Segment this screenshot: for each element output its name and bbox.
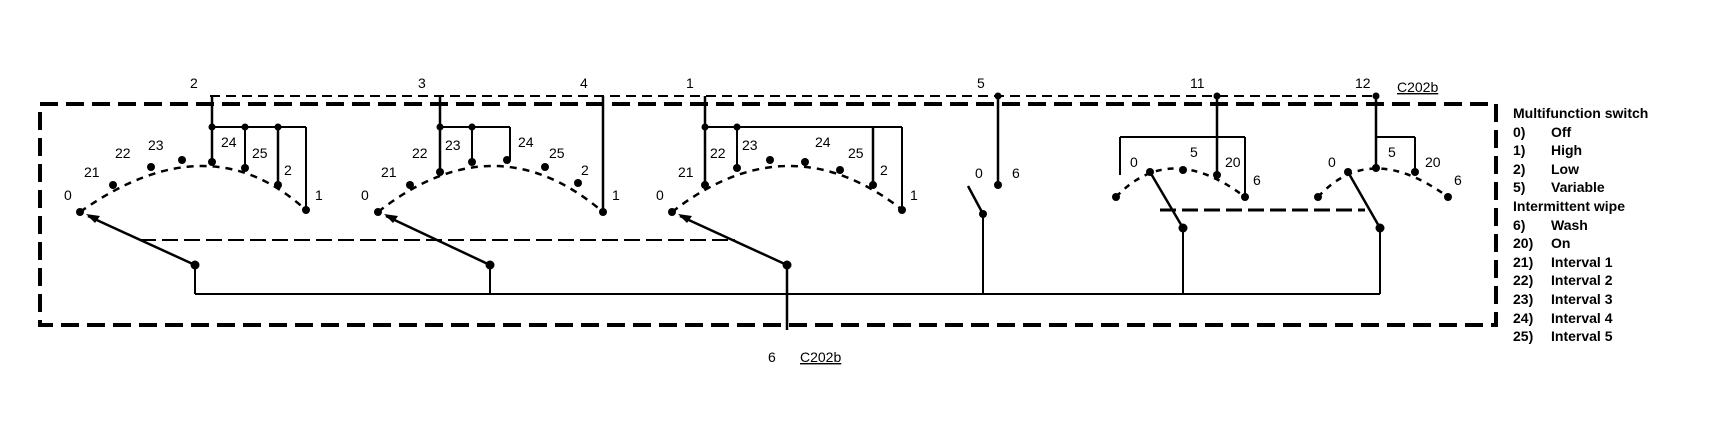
connector-label-top: C202b [1397,79,1438,95]
legend: Multifunction switch 0)Off 1)High 2)Low … [1513,104,1713,346]
svg-text:25: 25 [252,145,268,161]
switch-variable: 0 21 22 23 24 25 2 1 [361,96,620,294]
legend-item: 5)Variable [1513,179,1605,196]
svg-text:5: 5 [1190,144,1198,160]
svg-text:22: 22 [412,145,428,161]
svg-text:24: 24 [221,134,237,150]
svg-text:24: 24 [815,134,831,150]
svg-text:0: 0 [656,187,664,203]
svg-text:2: 2 [581,162,589,178]
svg-text:2: 2 [284,162,292,178]
legend-title: Multifunction switch [1513,105,1649,121]
bottom-pin-label: 6 [768,349,776,365]
svg-text:1: 1 [612,187,620,203]
pin-label-3: 3 [418,75,426,91]
svg-text:1: 1 [315,187,323,203]
legend-item: 21)Interval 1 [1513,253,1613,270]
svg-text:24: 24 [518,134,534,150]
pin-label-11: 11 [1190,75,1205,91]
legend-item: 20)On [1513,235,1571,252]
svg-text:0: 0 [975,165,983,181]
legend-item: 23)Interval 3 [1513,290,1613,307]
legend-item: 6)Wash [1513,216,1588,233]
svg-text:6: 6 [1253,172,1261,188]
legend-item: 0)Off [1513,123,1572,140]
svg-text:21: 21 [84,164,100,180]
svg-text:22: 22 [115,145,131,161]
pin-label-2: 2 [190,75,198,91]
legend-item: 22)Interval 2 [1513,272,1613,289]
svg-text:25: 25 [549,145,565,161]
svg-text:23: 23 [742,137,758,153]
svg-text:22: 22 [710,145,726,161]
svg-text:6: 6 [1012,165,1020,181]
switch-intermittent: 0 21 22 23 24 25 2 1 [656,96,918,330]
legend-item: 25)Interval 5 [1513,328,1613,345]
pin-label-4: 4 [580,75,588,91]
svg-text:0: 0 [1328,154,1336,170]
switch-washer-front: 0 5 20 6 [1112,92,1261,294]
svg-text:1: 1 [910,187,918,203]
svg-text:20: 20 [1225,154,1241,170]
svg-text:2: 2 [880,162,888,178]
connector-label-bottom: C202b [800,349,841,365]
svg-text:20: 20 [1425,154,1441,170]
svg-text:0: 0 [1130,154,1138,170]
svg-text:25: 25 [848,145,864,161]
switch-washer-rear: 0 5 20 6 [1314,92,1462,294]
svg-text:0: 0 [64,187,72,203]
legend-item: 24)Interval 4 [1513,309,1613,326]
legend-item: 2)Low [1513,160,1579,177]
svg-text:5: 5 [1388,144,1396,160]
legend-subtitle: Intermittent wipe [1513,197,1626,214]
pin-label-1: 1 [686,75,694,91]
svg-text:0: 0 [361,187,369,203]
svg-text:6: 6 [1454,172,1462,188]
pin-label-5: 5 [977,75,985,91]
svg-text:21: 21 [678,164,694,180]
svg-text:21: 21 [381,164,397,180]
svg-text:23: 23 [445,137,461,153]
legend-item: 1)High [1513,142,1583,159]
switch-wash: 0 6 [966,92,1020,294]
switch-enclosure [38,102,1498,327]
pin-label-12: 12 [1355,75,1371,91]
switch-high-low: 0 21 22 23 24 25 2 1 [64,96,323,294]
svg-text:23: 23 [148,137,164,153]
